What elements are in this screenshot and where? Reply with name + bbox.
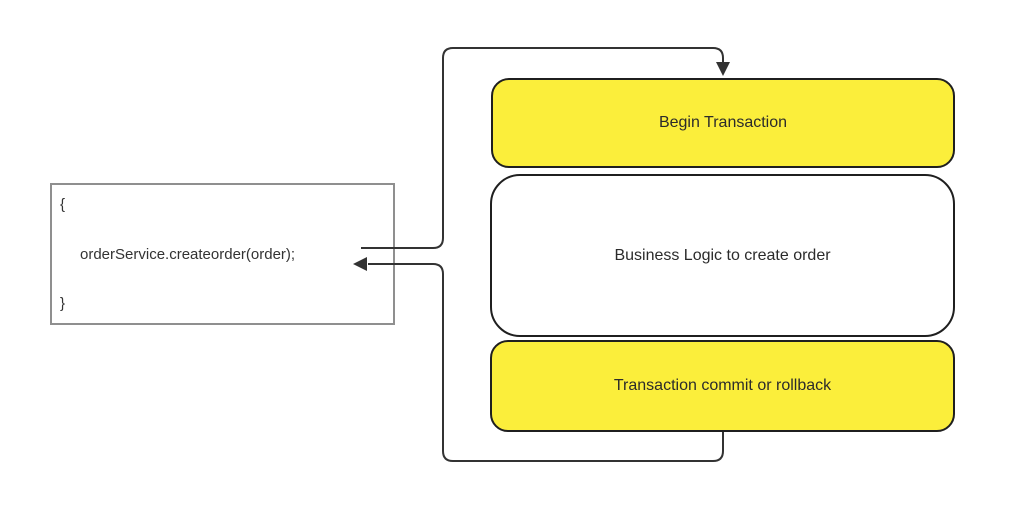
node-begin-transaction: Begin Transaction [491, 78, 955, 168]
code-open-brace: { [60, 196, 66, 213]
arrowhead-down-icon [716, 62, 730, 76]
node-business-logic: Business Logic to create order [490, 174, 955, 337]
code-close-brace: } [60, 295, 66, 312]
node-transaction-commit-rollback-label: Transaction commit or rollback [613, 377, 832, 394]
code-call-line: orderService.createorder(order); [80, 245, 296, 263]
code-snippet-box: { orderService.createorder(order); } [50, 183, 395, 325]
node-business-logic-label: Business Logic to create order [614, 246, 831, 264]
node-transaction-commit-rollback: Transaction commit or rollback [490, 340, 955, 432]
node-begin-transaction-label: Begin Transaction [658, 114, 788, 131]
